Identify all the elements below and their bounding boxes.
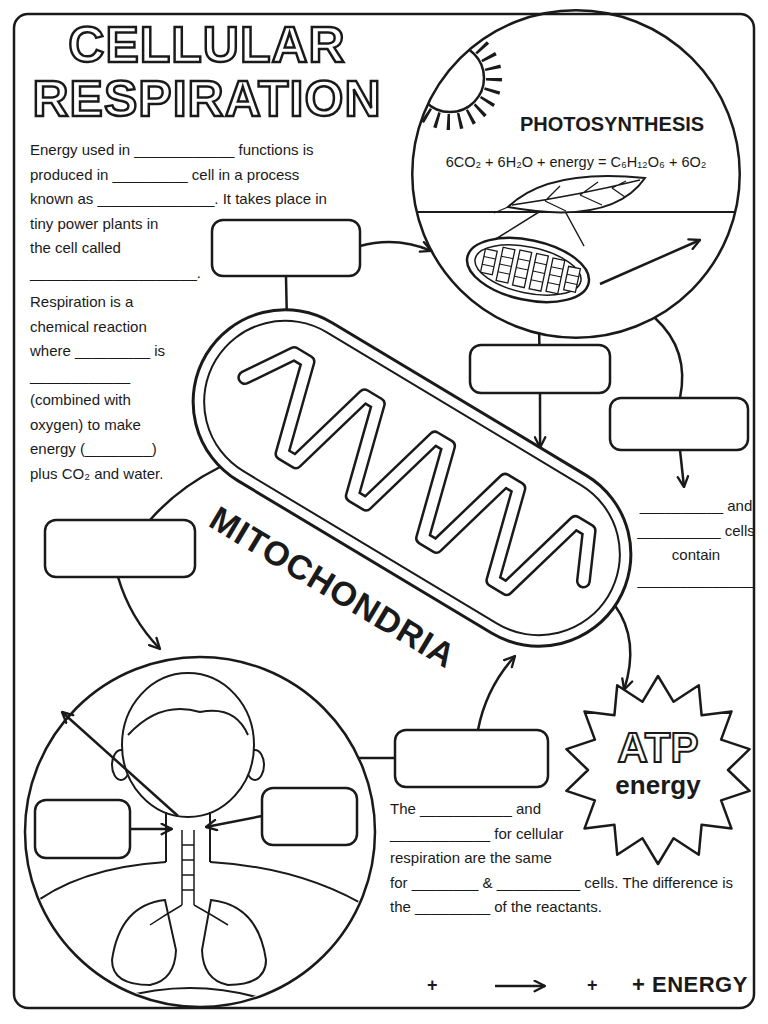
answer-box [262, 788, 357, 845]
bronchi [150, 905, 228, 925]
answer-box [35, 800, 130, 858]
circle-heading: PHOTOSYNTHESIS [520, 112, 704, 136]
answer-box [610, 398, 748, 450]
flow-arrow [118, 577, 160, 649]
inhale-arrow [206, 816, 262, 827]
energy-word: energy [558, 770, 758, 800]
equation-word: + ENERGY [632, 972, 748, 998]
flow-line [358, 757, 395, 760]
lung [112, 900, 176, 985]
flow-arrow [478, 656, 515, 730]
flow-arrow [615, 606, 630, 690]
trachea [182, 830, 194, 905]
wrap-spacer [329, 138, 330, 212]
oxygen-arrow [600, 240, 700, 284]
mitochondrion: MITOCHONDRIA [185, 300, 660, 700]
granum [481, 249, 498, 275]
human-circle [25, 657, 375, 1007]
outer-membrane [159, 276, 665, 681]
wrap-spacer [568, 797, 748, 871]
cristae-outline [221, 338, 607, 620]
diaphragm [120, 988, 260, 998]
human-figure [20, 673, 380, 998]
sun [416, 44, 484, 112]
flow-line [655, 318, 682, 398]
wrap-spacer [175, 212, 330, 261]
photosynthesis-circle: PHOTOSYNTHESIS 6CO₂ + 6H₂O + energy = C₆H… [411, 9, 741, 339]
energy-starburst: ATPenergy [558, 670, 758, 870]
mitochondrion-drawing [159, 276, 665, 681]
fill-in-paragraph: __________ and __________ cells contain … [634, 494, 758, 592]
sun-rays [406, 34, 494, 122]
granum [564, 266, 581, 292]
fill-in-paragraph: The ___________ and ____________ for cel… [390, 797, 748, 920]
lung [202, 900, 266, 985]
photosynthesis-circle-outline [411, 9, 741, 339]
head [122, 673, 254, 817]
chloroplast-inner [470, 236, 585, 303]
answer-box [395, 730, 548, 787]
circle-outline [412, 10, 740, 338]
answer-box [212, 220, 360, 276]
fill-in-paragraph: Energy used in ____________ functions is… [30, 138, 330, 285]
chloroplast [461, 228, 595, 312]
answer-box [470, 345, 610, 393]
hair-line [128, 709, 248, 735]
atp-word: ATP [558, 726, 758, 770]
equation-symbol: + [587, 974, 598, 996]
chloroplast-outer [461, 228, 595, 312]
equation-symbol: + [427, 974, 438, 996]
answer-box [45, 520, 195, 577]
cristae-fill [221, 338, 607, 620]
thylakoid-lines [481, 252, 580, 290]
worksheet-title: CELLULAR RESPIRATION [22, 18, 392, 126]
fill-in-paragraph: Respiration is a chemical reaction where… [30, 290, 180, 486]
leaf-veins [494, 180, 640, 213]
inner-membrane [174, 291, 650, 666]
neck [166, 812, 210, 862]
inhale-arrow [130, 828, 172, 831]
reaction-arrow [495, 985, 545, 988]
flow-arrow [680, 450, 684, 487]
shoulders [20, 862, 380, 915]
chemical-equation: 6CO₂ + 6H₂O + energy = C₆H₁₂O₆ + 6O₂ [411, 152, 741, 172]
